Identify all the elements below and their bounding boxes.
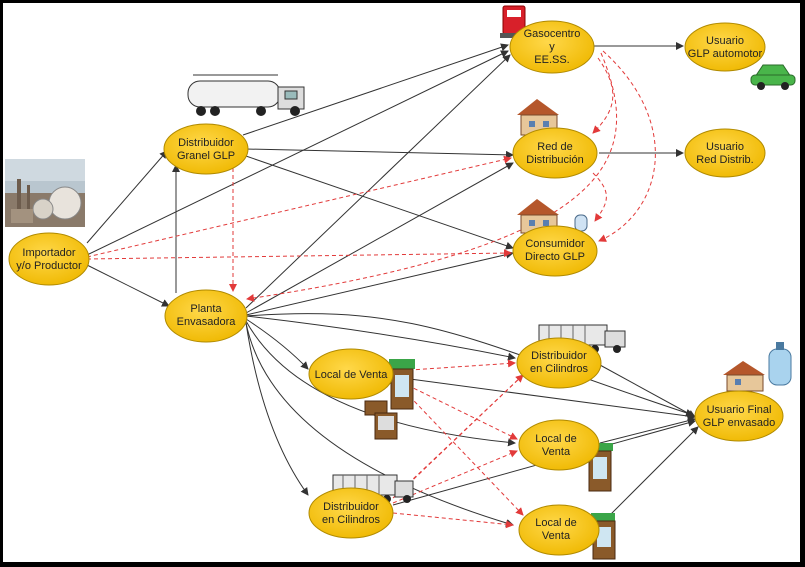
dashed-red-consumidor (592, 172, 607, 222)
node-label: Envasadora (177, 316, 237, 328)
node-distribuidor-granel: Distribuidor Granel GLP (163, 123, 249, 175)
node-local-venta-1: Local de Venta (308, 348, 394, 400)
flow-diagram: Importador y/o Productor Distribuidor Gr… (5, 5, 796, 560)
node-label: Local de (535, 433, 577, 445)
flow-importador-distribuidor (86, 150, 168, 244)
node-gasocentro: Gasocentro y EE.SS. (509, 20, 595, 74)
dashed-distribuidor-cil-2-local-venta-3 (392, 512, 514, 529)
market-stall-icon (364, 359, 415, 440)
flow-distribuidor-consumidor (242, 154, 514, 250)
solid-flows (86, 42, 699, 527)
node-red: Red de Distribución (512, 127, 598, 179)
node-label: Planta (190, 303, 222, 315)
node-label: Venta (542, 446, 571, 458)
node-label: Venta (542, 530, 571, 542)
node-label: en Cilindros (322, 514, 381, 526)
node-distribuidor-cil-1: Distribuidor en Cilindros (516, 337, 602, 389)
flow-local-venta-1-usuario-final (394, 376, 696, 421)
flow-distribuidor-red (245, 148, 514, 159)
dashed-local-venta-1-distribuidor-cil-1 (394, 359, 516, 372)
node-label: Red de (537, 141, 572, 153)
flow-planta-distribuidor-cil-2 (245, 322, 309, 496)
dashed-gasocentro-consumidor (598, 50, 656, 242)
node-label: Local de Venta (315, 369, 389, 381)
flow-planta-gasocentro (245, 54, 511, 309)
node-importador: Importador y/o Productor (8, 232, 90, 286)
node-label: Distribución (526, 154, 583, 166)
flow-importador-planta (86, 264, 170, 307)
flow-planta-red (245, 162, 514, 314)
node-label: Distribuidor (531, 350, 587, 362)
node-local-venta-2: Local de Venta (518, 419, 600, 471)
flow-planta-local-venta-1 (245, 318, 309, 370)
node-label: Gasocentro (524, 28, 581, 40)
node-label: Local de (535, 517, 577, 529)
market-stall-icon (587, 443, 613, 492)
car-icon (750, 64, 796, 90)
flow-local-venta-2-usuario-final (599, 416, 696, 444)
node-label: EE.SS. (534, 54, 569, 66)
node-label: Consumidor (525, 238, 585, 250)
house-icon (723, 361, 765, 392)
node-label: Usuario Final (707, 404, 772, 416)
node-label: GLP envasado (703, 417, 776, 429)
flow-local-venta-3-usuario-final (599, 426, 699, 526)
node-label: Usuario (706, 141, 744, 153)
refinery-photo-icon (5, 159, 85, 227)
node-label: en Cilindros (530, 363, 589, 375)
node-label: GLP automotor (688, 48, 763, 60)
dashed-importador-consumidor (86, 249, 512, 260)
node-local-venta-3: Local de Venta (518, 504, 600, 556)
node-distribuidor-cil-2: Distribuidor en Cilindros (308, 487, 394, 539)
node-label: Distribuidor (323, 501, 379, 513)
flow-planta-consumidor (245, 250, 514, 316)
gas-cylinder-icon (768, 342, 792, 386)
dashed-local-venta-1-local-venta-2 (394, 378, 518, 440)
dashed-importador-red (86, 155, 512, 258)
node-usuario-auto: Usuario GLP automotor (684, 22, 766, 72)
flow-planta-distribuidor-cil-1 (245, 315, 516, 361)
dashed-distribuidor-cil-1-distribuidor-cil-2 (394, 374, 524, 498)
dashed-gasocentro-red (592, 57, 614, 134)
market-stall-icon (591, 513, 616, 560)
dashed-gasocentro-planta (246, 52, 617, 302)
node-label: y (549, 41, 555, 53)
node-label: y/o Productor (16, 260, 82, 272)
dashed-distribuidor-cil-2-local-venta-2 (392, 450, 518, 504)
dashed-local-venta-1-local-venta-3 (394, 380, 524, 516)
flow-importador-gasocentro (86, 50, 509, 256)
node-usuario-final: Usuario Final GLP envasado (694, 390, 784, 442)
flow-planta-local-venta-3 (245, 322, 514, 527)
node-label: Red Distrib. (696, 154, 753, 166)
node-label: Granel GLP (177, 150, 235, 162)
node-label: Directo GLP (525, 251, 585, 263)
tanker-truck-icon (187, 74, 305, 116)
flow-distribuidor-gasocentro (242, 43, 509, 136)
flow-planta-usuario-final (245, 313, 694, 417)
node-label: Distribuidor (178, 137, 234, 149)
dashed-flows (86, 50, 656, 529)
node-planta: Planta Envasadora (164, 289, 248, 343)
node-consumidor: Consumidor Directo GLP (512, 225, 598, 277)
node-usuario-red: Usuario Red Distrib. (684, 128, 766, 178)
flow-distribuidor-cil-1-usuario-final (599, 364, 696, 418)
node-label: Usuario (706, 35, 744, 47)
flow-planta-local-venta-2 (245, 320, 516, 447)
diagram-canvas: Importador y/o Productor Distribuidor Gr… (3, 3, 800, 562)
node-label: Importador (22, 247, 76, 259)
